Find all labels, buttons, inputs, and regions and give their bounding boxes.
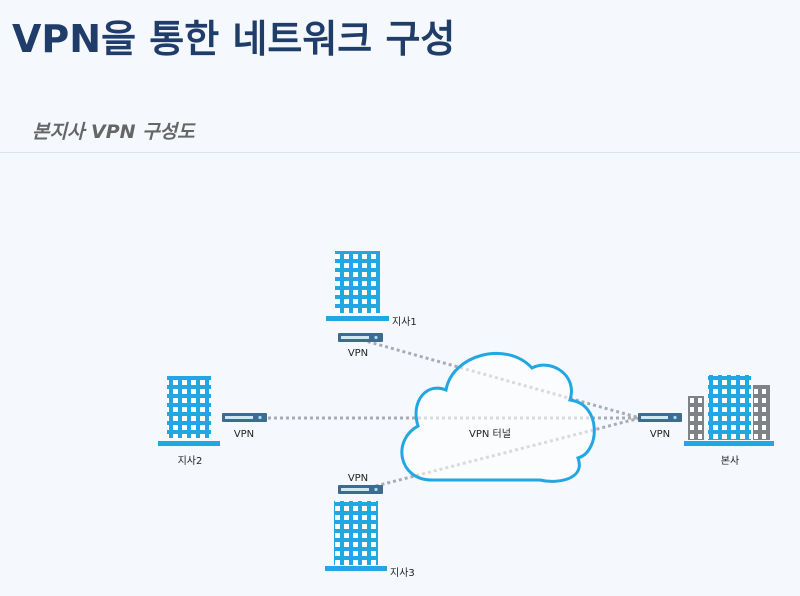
vpn-device-hq-icon xyxy=(638,413,682,422)
building-branch2-icon xyxy=(158,376,220,446)
vpn-label-hq: VPN xyxy=(650,429,670,440)
vpn-label-branch3: VPN xyxy=(348,473,368,484)
label-branch2: 지사2 xyxy=(178,455,203,467)
vpn-cloud: VPN 터널 xyxy=(400,351,596,483)
vpn-label-branch1: VPN xyxy=(348,348,368,359)
vpn-device-branch1-icon xyxy=(338,333,383,342)
vpn-device-branch2-icon xyxy=(222,413,267,422)
vpn-device-branch3-icon xyxy=(338,485,383,494)
building-hq-icon xyxy=(684,375,774,446)
label-branch3: 지사3 xyxy=(390,567,415,579)
cloud-label: VPN 터널 xyxy=(469,428,511,440)
vpn-label-branch2: VPN xyxy=(234,429,254,440)
label-branch1: 지사1 xyxy=(392,316,417,328)
section-divider xyxy=(0,152,800,153)
section-subtitle: 본지사 VPN 구성도 xyxy=(32,121,195,143)
building-branch1-icon xyxy=(326,251,389,321)
building-branch3-icon xyxy=(325,501,387,571)
label-hq: 본사 xyxy=(721,455,739,467)
page-title: VPN을 통한 네트워크 구성 xyxy=(12,17,456,61)
